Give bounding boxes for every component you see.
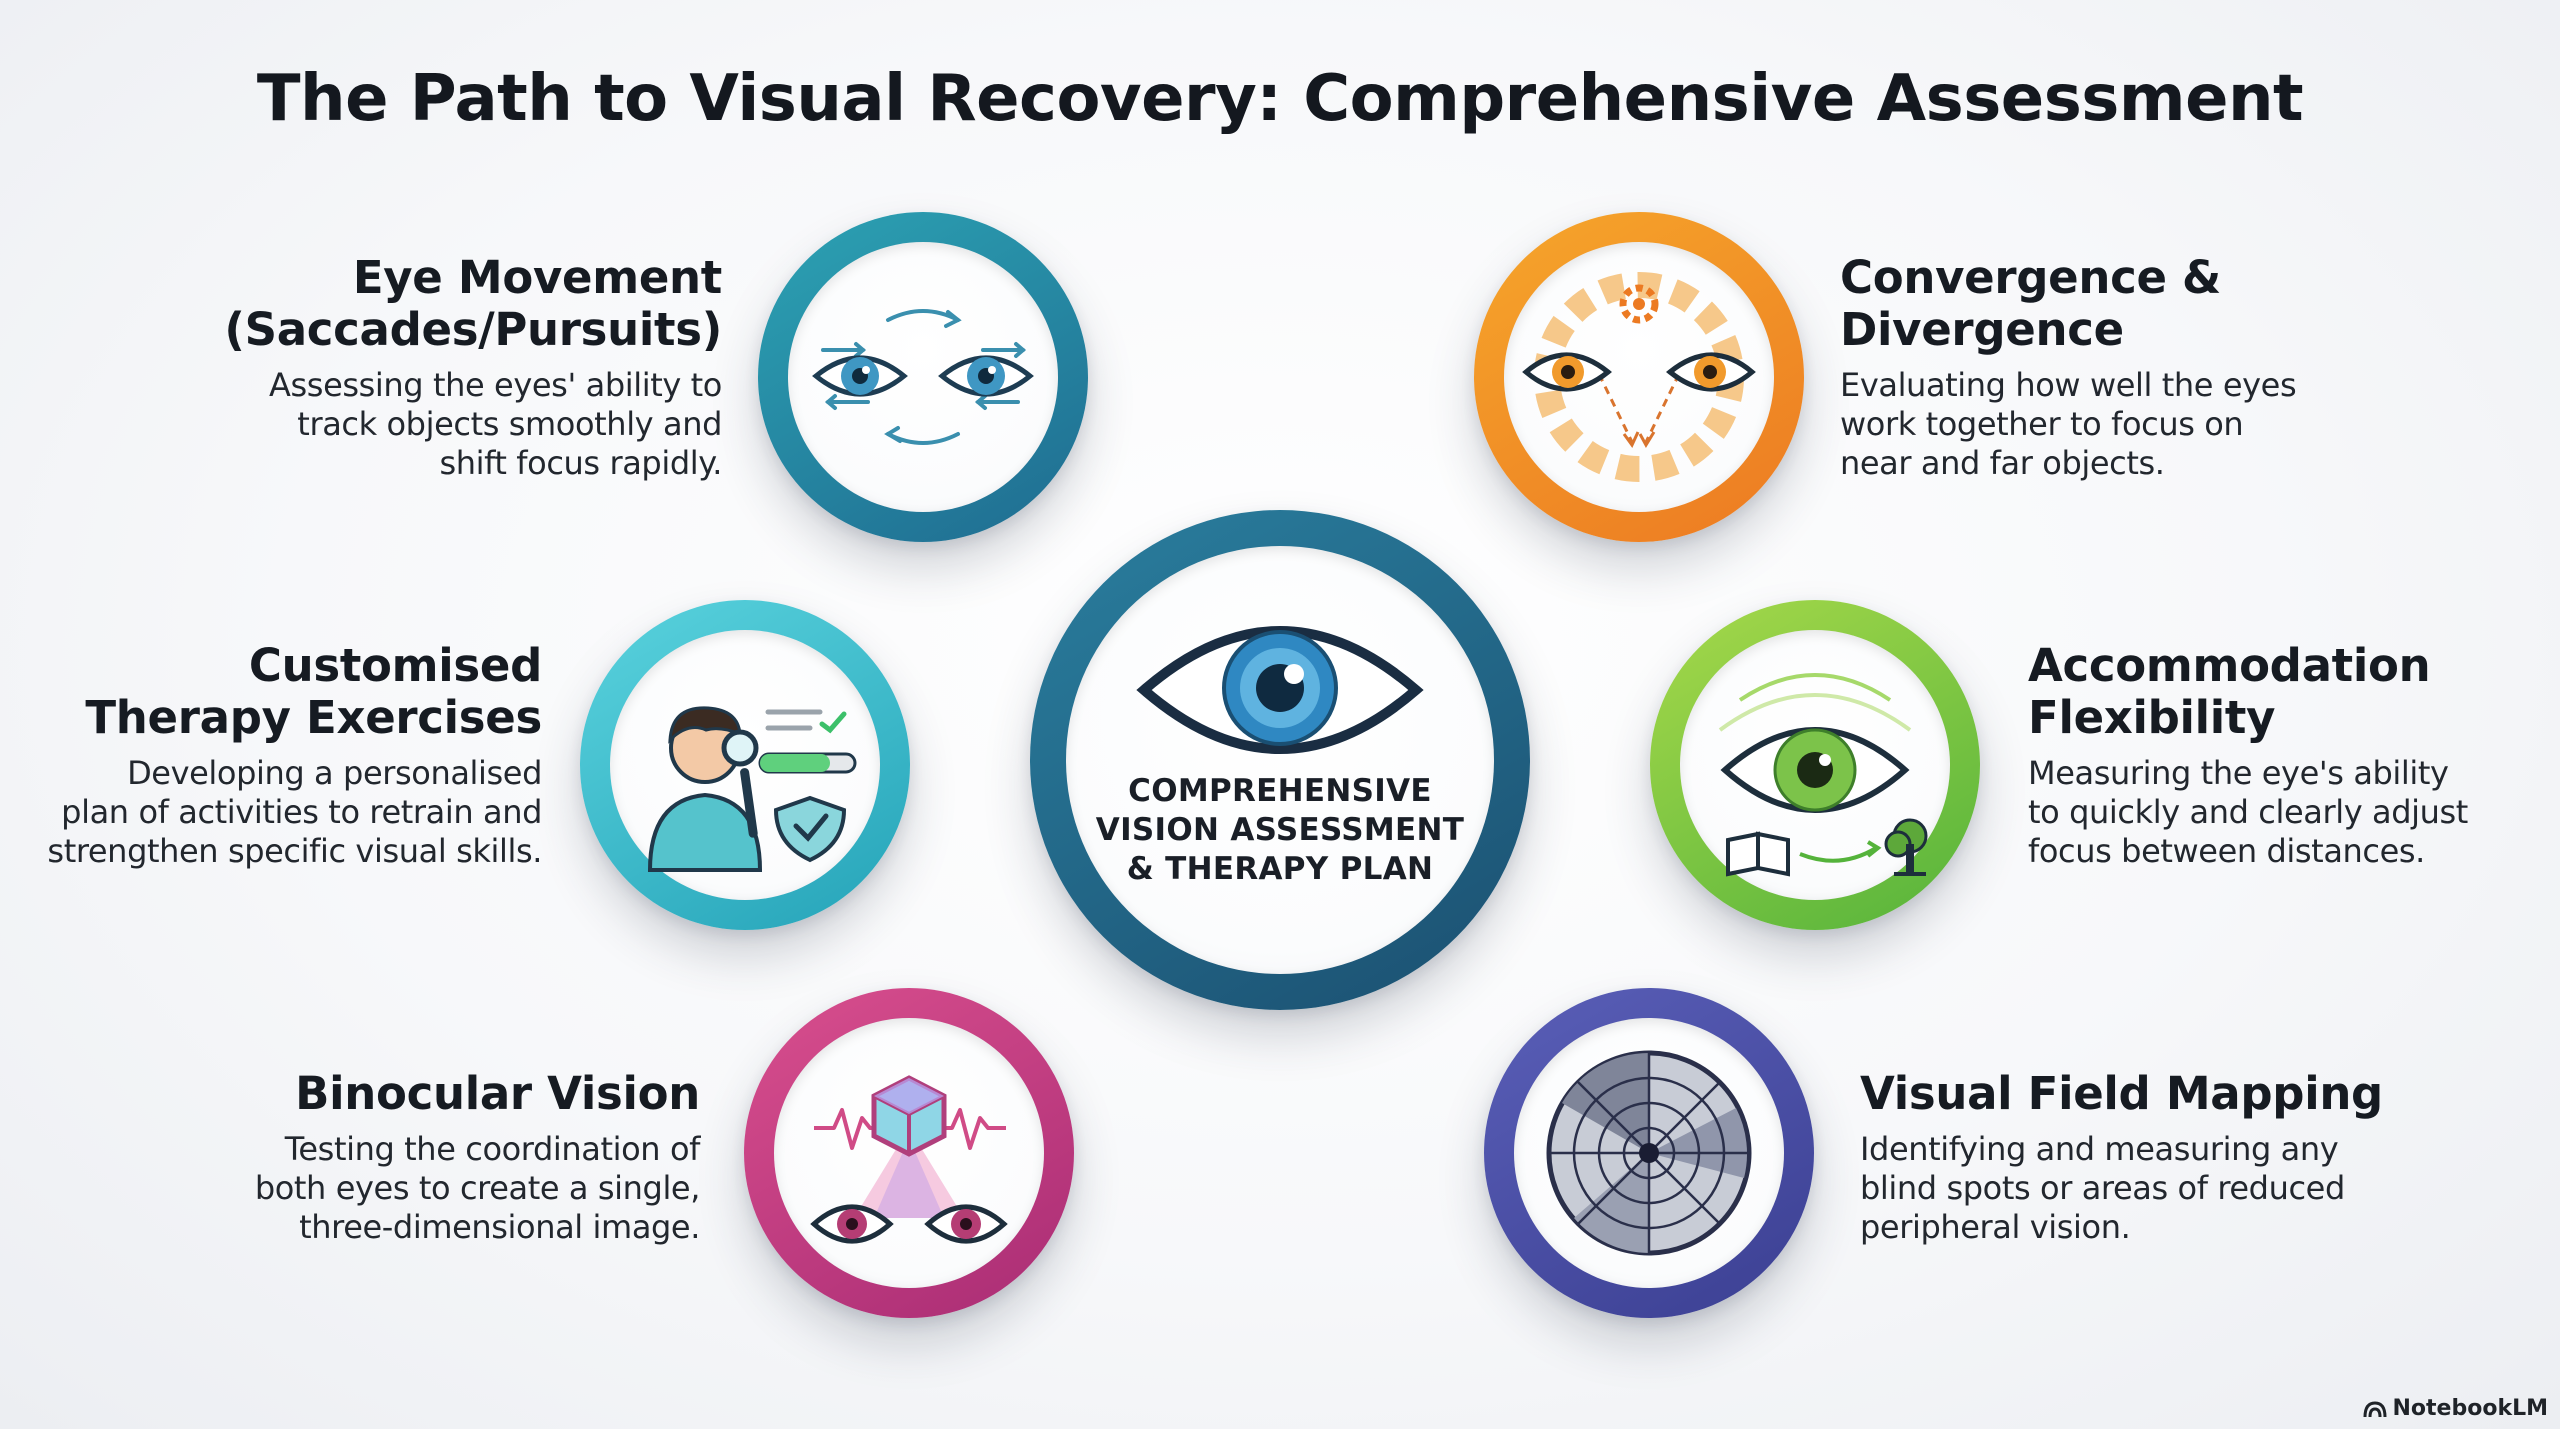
convergence-text: Convergence &Divergence Evaluating how w…: [1840, 252, 2400, 483]
eye-movement-title: Eye Movement(Saccades/Pursuits): [224, 251, 722, 356]
visual-field-badge: [1484, 988, 1814, 1318]
gear-eyes-converging-icon: [1522, 272, 1756, 482]
center-hub: [1030, 510, 1530, 1010]
visual-field-text: Visual Field Mapping Identifying and mea…: [1860, 1068, 2420, 1247]
center-label: COMPREHENSIVE VISION ASSESSMENT & THERAP…: [1095, 773, 1465, 887]
page-title: The Path to Visual Recovery: Comprehensi…: [256, 62, 2304, 136]
eye-movement-badge: [758, 212, 1088, 542]
therapy-badge: [580, 600, 910, 930]
person-magnifier-checklist-icon: [647, 706, 857, 872]
visual-field-title: Visual Field Mapping: [1860, 1067, 2383, 1120]
eye-icon: [1136, 626, 1424, 754]
notebooklm-logo-icon: [2363, 1400, 2387, 1417]
accommodation-badge: [1650, 600, 1980, 930]
radar-field-map-icon: [1546, 1050, 1752, 1256]
eye-book-tree-icon: [1718, 673, 1928, 877]
convergence-badge: [1474, 212, 1804, 542]
brand-label: NotebookLM: [2392, 1396, 2548, 1421]
eyes-tracking-arrows-icon: [812, 309, 1034, 445]
brand-watermark: NotebookLM: [2363, 1396, 2548, 1421]
eye-movement-text: Eye Movement(Saccades/Pursuits) Assessin…: [162, 252, 722, 483]
binocular-text: Binocular Vision Testing the coordinatio…: [160, 1067, 701, 1247]
convergence-title: Convergence &Divergence: [1840, 251, 2221, 356]
binocular-title: Binocular Vision: [295, 1067, 700, 1120]
binocular-badge: [744, 988, 1074, 1318]
eyes-cube-icon: [810, 1075, 1008, 1244]
